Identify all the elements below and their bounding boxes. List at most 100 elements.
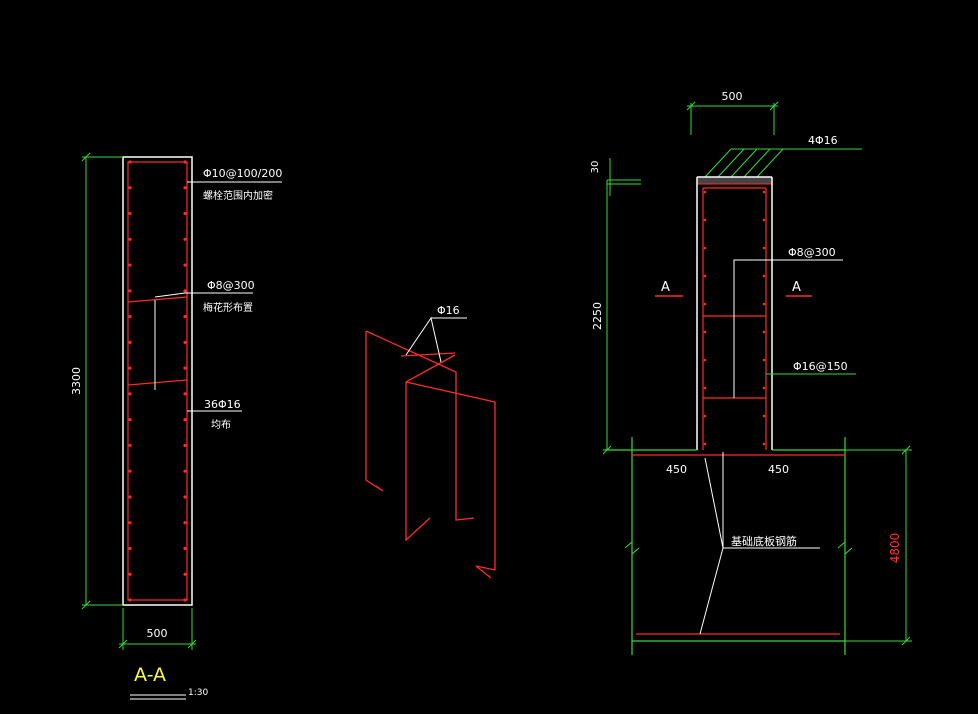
wall-stirrup (702, 187, 767, 450)
wall-rebar-dot (762, 414, 766, 418)
dim-cover-text: 30 (590, 161, 601, 174)
rebar-dot (128, 263, 132, 267)
dim-right-offset-text: 450 (768, 463, 789, 476)
rebar-dot (183, 211, 187, 216)
label-foundation: 基础底板钢筋 (731, 534, 797, 548)
elevation-view: 500 4Φ16 30 2250 A A Φ8@300 Φ16@150 (590, 90, 912, 655)
wall-rebar-dot (703, 246, 707, 250)
rebar-dot (128, 340, 132, 344)
dim-height (602, 180, 697, 455)
wall-rebar-dot (703, 358, 707, 362)
rebar-dot (183, 546, 187, 551)
rebar-dot (183, 289, 187, 293)
wall-rebar-dot (762, 218, 766, 222)
label-top-bars: 4Φ16 (808, 134, 838, 147)
label-tie: Φ8@300 (788, 246, 836, 259)
rebar-dot (128, 443, 132, 448)
label-stirrup-note: 螺栓范围内加密 (203, 189, 273, 202)
rebar-dot (183, 572, 187, 576)
section-outline (122, 156, 193, 606)
rebar-dot (128, 211, 132, 216)
rebar-dot (183, 340, 187, 344)
rebar-dot (128, 314, 132, 319)
bar-shape-1 (365, 330, 475, 521)
rebar-dot (183, 469, 187, 473)
rebar-dot (128, 418, 132, 422)
break-left (624, 540, 640, 556)
wall-rebar-dot (703, 330, 707, 334)
rebar-dot (183, 392, 187, 396)
rebar-dot (128, 495, 132, 499)
rebar-dot (183, 160, 187, 164)
dim-top-width (686, 101, 779, 135)
bar-leader (405, 316, 467, 363)
leader-foundation (699, 452, 820, 635)
rebar-dot (128, 237, 132, 241)
rebar-dot (183, 366, 187, 370)
rebar-dot (183, 418, 187, 422)
section-tie-upper (127, 296, 188, 303)
section-tie-lower (127, 379, 188, 386)
section-stirrup (127, 161, 188, 601)
foundation-outline (605, 437, 846, 655)
wall-rebar-dot (762, 274, 766, 278)
label-main-bars-note: 均布 (211, 419, 231, 431)
wall-outline (696, 176, 773, 450)
wall-rebar-dot (703, 414, 707, 418)
dim-top-width-text: 500 (722, 90, 743, 103)
label-stirrup: Φ10@100/200 (203, 167, 282, 180)
wall-rebar-dot (762, 358, 766, 362)
rebar-dot (128, 186, 132, 190)
dim-height-text: 2250 (591, 302, 604, 330)
dim-width-text: 500 (147, 627, 168, 640)
dim-foundation-depth-text: 4800 (888, 533, 902, 564)
wall-rebar-dot (762, 386, 766, 390)
label-tie-note: 梅花形布置 (203, 301, 253, 314)
section-scale: 1:30 (188, 688, 208, 698)
dim-cover (607, 158, 641, 196)
leader-tie (733, 259, 843, 398)
dim-height-line (81, 152, 123, 610)
label-stirrup: Φ16@150 (793, 360, 848, 373)
bar-detail: Φ16 (365, 304, 496, 579)
bar-shape-3 (400, 352, 456, 383)
rebar-dot (128, 572, 132, 576)
bar-label: Φ16 (437, 304, 460, 317)
wall-rebar-dot (703, 274, 707, 278)
dim-foundation-depth (845, 445, 912, 646)
rebar-dot (183, 237, 187, 241)
wall-rebar-dot (703, 442, 707, 446)
rebar-dot (128, 160, 132, 164)
top-bars-leader (704, 148, 862, 178)
section-view: 3300 500 Φ10@100/200 螺栓范围内加密 Φ8@300 梅花形布… (70, 152, 282, 700)
dim-left-offset-text: 450 (666, 463, 687, 476)
wall-rebar-dot (703, 302, 707, 306)
rebar-dot (128, 366, 132, 370)
wall-rebar-dot (762, 246, 766, 250)
wall-rebar-dot (762, 330, 766, 334)
rebar-dot (128, 289, 132, 293)
rebar-dot (183, 314, 187, 319)
top-hatch (696, 176, 773, 185)
section-title-underline (130, 694, 186, 700)
dim-width-line (118, 608, 197, 650)
wall-rebar-dot (762, 302, 766, 306)
wall-rebar-dot (703, 190, 707, 194)
label-tie: Φ8@300 (207, 279, 255, 292)
rebar-dot (128, 546, 132, 551)
rebar-dot (128, 598, 132, 602)
rebar-dot (183, 186, 187, 190)
rebar-dot (183, 521, 187, 525)
section-main-bars (128, 160, 187, 602)
break-right (837, 540, 853, 556)
rebar-dot (128, 392, 132, 396)
rebar-dot (183, 443, 187, 448)
wall-rebar-dot (762, 442, 766, 446)
rebar-dot (183, 263, 187, 267)
section-title: A-A (134, 664, 166, 686)
bar-shape-2 (405, 381, 496, 579)
section-mark-right: A (792, 280, 801, 295)
wall-bars (703, 190, 766, 446)
rebar-dot (128, 469, 132, 473)
